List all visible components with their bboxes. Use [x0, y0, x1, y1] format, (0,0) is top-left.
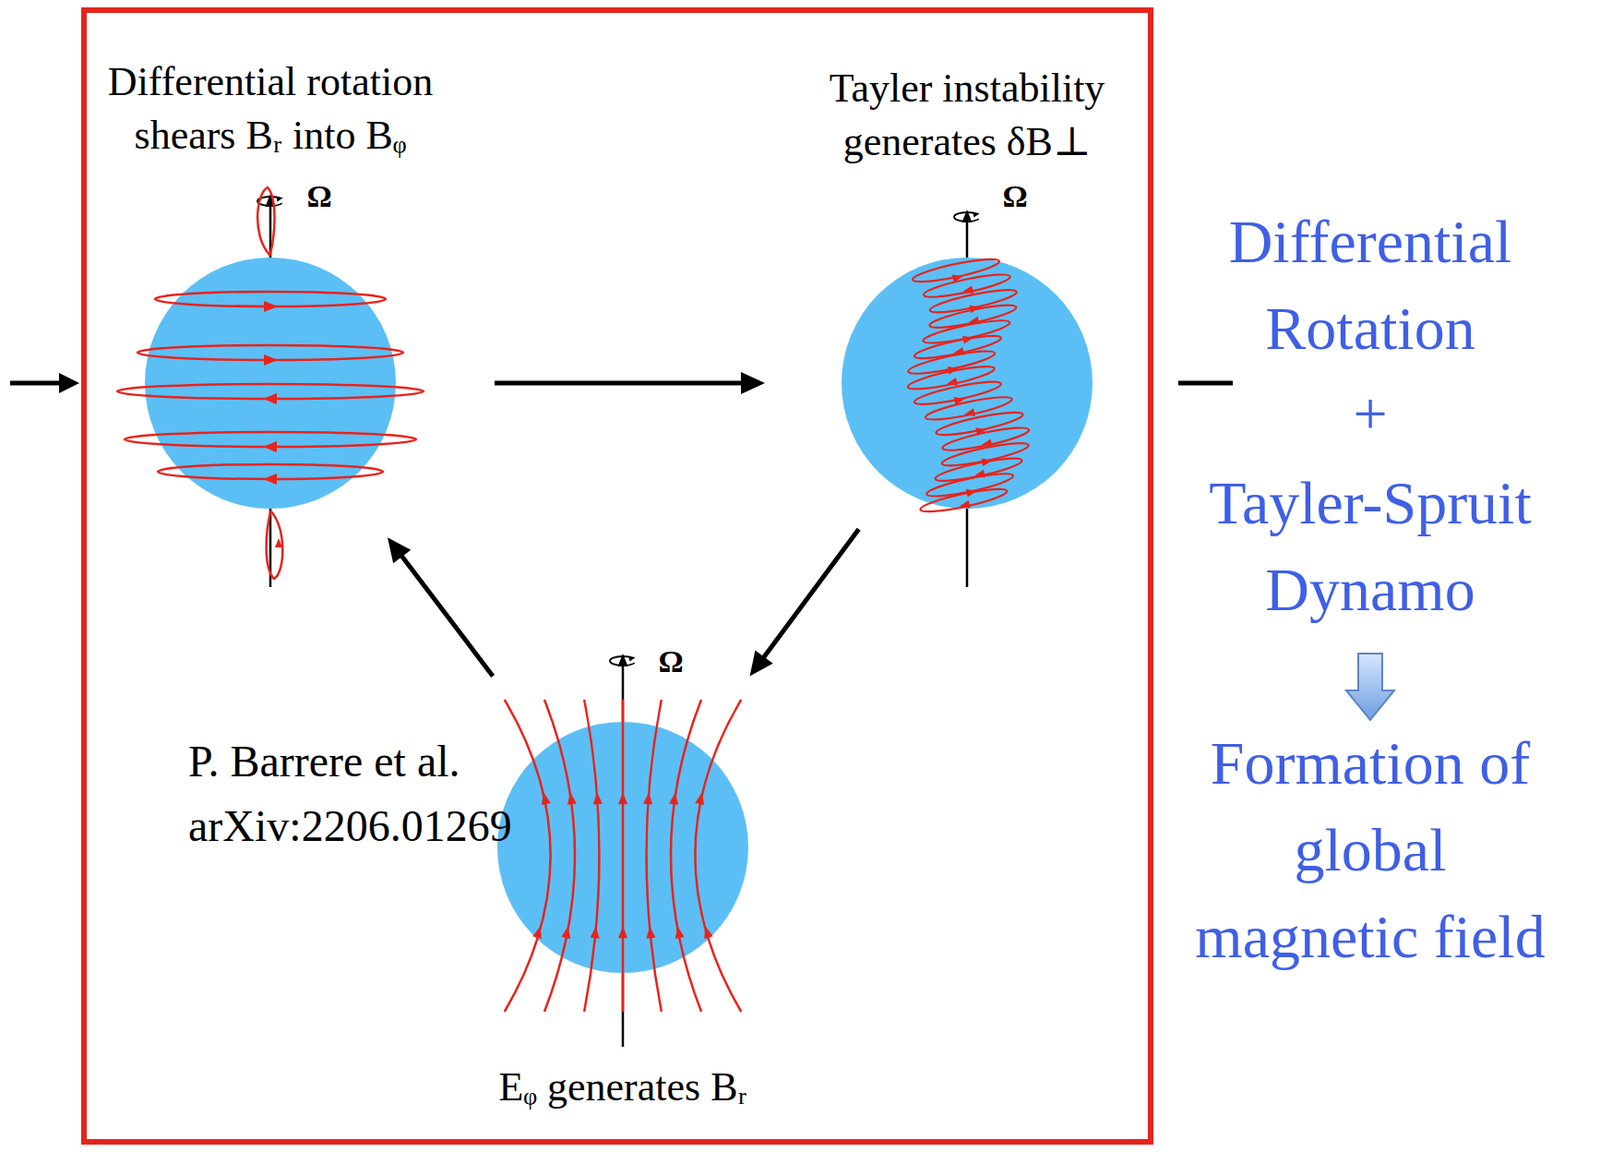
sphere-caption: Differential rotation shears Bᵣ into Bᵩ [76, 55, 465, 163]
sphere-group [497, 653, 749, 1047]
arrow-line [763, 528, 860, 658]
plus-sign: + [1185, 370, 1555, 457]
sphere-illustration [497, 721, 749, 973]
outgoing-dash [1178, 381, 1233, 386]
result-text: Formation of global magnetic field [1185, 719, 1555, 980]
arrow-head [263, 354, 278, 366]
arrow-head [387, 537, 411, 563]
summary-text: Differential Rotation [1185, 198, 1555, 372]
perturbation-loop [919, 484, 1009, 516]
poloidal-field-line [584, 699, 599, 1012]
arrow-head [274, 537, 283, 548]
arrow-head [541, 791, 551, 805]
arrow-head [567, 791, 577, 805]
arrow-head [704, 925, 714, 939]
incoming-arrow-head [59, 372, 80, 394]
sphere [841, 257, 1093, 509]
perturbation-loop [941, 423, 1031, 455]
summary-text: Tayler-Spruit Dynamo [1185, 459, 1555, 633]
arrow-head [750, 649, 774, 676]
arrow-head [675, 925, 685, 939]
poloidal-field-line [621, 699, 625, 1012]
poloidal-field-line [504, 699, 551, 1012]
arrow-head [275, 196, 283, 203]
cycle-arrow [494, 371, 765, 395]
citation-text: P. Barrere et al. arXiv:2206.01269 [188, 728, 586, 859]
arrow-head [590, 925, 600, 938]
perturbation-loop [928, 285, 1018, 317]
arrow-head [959, 500, 971, 509]
arrow-head [668, 791, 679, 805]
poloidal-field-line [544, 699, 575, 1012]
perturbation-loop [907, 346, 997, 379]
arrow-head [618, 791, 628, 804]
sphere-caption: Tayler instability generates δB⊥ [773, 61, 1161, 169]
arrow-head [593, 791, 603, 804]
sphere-illustration [841, 257, 1093, 509]
field-loop [266, 510, 284, 579]
arrow-head [964, 407, 976, 417]
frame-box: P. Barrere et al. arXiv:2206.01269 Differ… [81, 7, 1154, 1145]
arrow-head [946, 377, 958, 386]
arrow-head [628, 656, 635, 662]
sphere-caption: Eᵩ generates Bᵣ [429, 1060, 817, 1114]
sphere-illustration [144, 257, 396, 509]
sphere-node: Differential rotation shears Bᵣ into Bᵩ [144, 257, 396, 509]
arrow-line [494, 381, 743, 386]
cycle-arrow [750, 528, 860, 676]
poloidal-field-line [670, 699, 702, 1012]
poloidal-field-line [646, 699, 662, 1012]
arrow-head [263, 300, 278, 312]
incoming-arrow-line [10, 381, 61, 386]
sphere-group [117, 187, 424, 587]
cycle-arrow [387, 537, 493, 676]
perturbation-loop [921, 316, 1012, 348]
omega-symbol: Ω [306, 178, 332, 215]
arrow-head [561, 925, 571, 939]
arrow-line [401, 554, 494, 676]
sphere-group [841, 209, 1093, 587]
omega-symbol: Ω [657, 643, 683, 681]
arrow-head [972, 212, 980, 218]
perturbation-loop [933, 453, 1024, 486]
arrow-head [262, 441, 277, 453]
arrow-head [618, 925, 628, 938]
arrow-head [694, 791, 705, 805]
sphere-node: Tayler instability generates δB⊥ [841, 257, 1093, 509]
arrow-head [740, 371, 765, 395]
arrow-head [532, 925, 542, 939]
down-block-arrow [1346, 653, 1395, 720]
poloidal-field-line [694, 699, 741, 1012]
omega-symbol: Ω [1002, 178, 1027, 215]
arrow-head [262, 473, 277, 485]
rotation-axis [621, 664, 625, 1047]
arrow-head [643, 791, 653, 804]
field-loop [257, 187, 275, 256]
arrow-head [962, 286, 974, 295]
sphere-node: Eᵩ generates Bᵣ [497, 721, 749, 973]
arrow-head [645, 925, 656, 938]
arrow-head [262, 393, 277, 405]
